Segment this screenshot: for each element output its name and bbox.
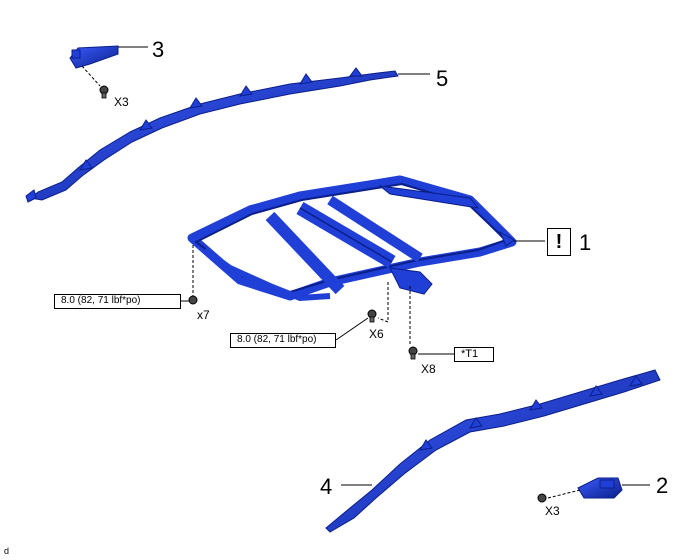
part-5-upper-rail bbox=[25, 67, 399, 203]
bolt-x6-line bbox=[377, 282, 389, 323]
callout-1: 1 bbox=[579, 230, 592, 255]
screw-x3-bottom-icon bbox=[537, 493, 547, 503]
torque-spec-left: 8.0 (82, 71 lbf*po) bbox=[54, 294, 181, 309]
part-2-fastener-line bbox=[547, 489, 581, 499]
illustration-code: d bbox=[4, 546, 10, 556]
qty-x8: X8 bbox=[421, 362, 436, 376]
callout-3: 3 bbox=[152, 37, 165, 62]
part-4-lower-rail bbox=[325, 369, 661, 533]
part-2-bracket bbox=[577, 477, 623, 499]
bolt-x6-icon bbox=[367, 309, 377, 323]
qty-x3-bottom: X3 bbox=[545, 504, 560, 518]
callout-2: 2 bbox=[656, 473, 669, 498]
bolt-x8-icon bbox=[408, 346, 418, 360]
callout-4: 4 bbox=[320, 474, 333, 499]
screw-x3-top-icon bbox=[99, 85, 109, 99]
torque-center-leader bbox=[335, 317, 369, 341]
part-1-sunroof-housing bbox=[187, 175, 517, 302]
reference-t1-box: *T1 bbox=[454, 347, 494, 362]
part-3-bracket bbox=[69, 45, 119, 69]
torque-spec-center: 8.0 (82, 71 lbf*po) bbox=[230, 333, 336, 348]
bolt-x7-icon bbox=[188, 295, 198, 305]
caution-symbol-box: ! bbox=[547, 228, 571, 256]
qty-x7: x7 bbox=[197, 308, 210, 322]
qty-x3-top: X3 bbox=[114, 95, 129, 109]
qty-x6: X6 bbox=[369, 327, 384, 341]
callout-5: 5 bbox=[436, 66, 449, 91]
part-3-fastener-line bbox=[81, 65, 101, 87]
